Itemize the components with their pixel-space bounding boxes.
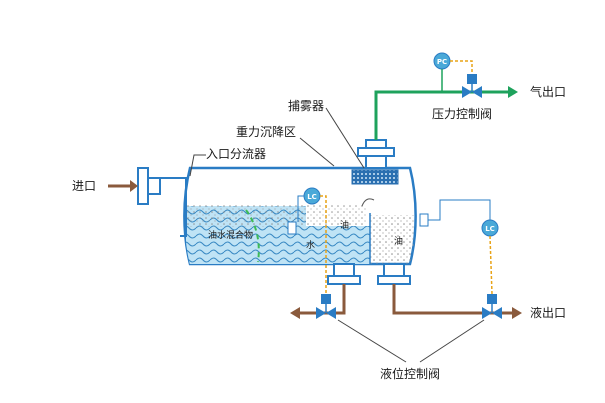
mist-eliminator-label: 捕雾器 (288, 98, 324, 113)
gas-nozzle-top (365, 139, 387, 149)
inlet-nozzle (147, 177, 161, 195)
level-float-right (419, 213, 429, 227)
gravity-zone-leader (299, 137, 335, 167)
lc-left-label: LC (307, 193, 317, 201)
level-valve-leader-right (419, 319, 485, 363)
gas-flow-arc (361, 198, 375, 207)
inlet-label: 进口 (72, 179, 96, 193)
inlet-diverter (150, 177, 187, 237)
level-control-valve-right (482, 294, 502, 319)
gravity-zone-label: 重力沉降区 (236, 125, 296, 139)
oil-outlet-nozzle (383, 263, 405, 277)
gas-outlet-arrow (508, 86, 518, 98)
oil-chamber-right (370, 215, 416, 264)
inlet-arrow-head (130, 180, 138, 192)
water-outlet-nozzle (333, 263, 355, 277)
lc-right-link (428, 199, 491, 221)
water-outlet-arrow (290, 307, 300, 319)
water-zone (300, 226, 370, 264)
water-outlet-flange (327, 275, 361, 285)
diverter-flow-line (245, 209, 260, 263)
water-label: 水 (306, 239, 315, 251)
pressure-control-valve (462, 74, 482, 98)
pc-signal-line (450, 60, 473, 74)
liquid-outlet-label: 液出口 (530, 305, 566, 320)
oil-label-right: 油 (394, 235, 403, 247)
oil-outlet-pipe (392, 284, 512, 315)
lc-right-signal (489, 235, 493, 295)
lc-right-label: LC (485, 225, 495, 233)
level-valve-leader-left (337, 319, 407, 363)
level-float-left (287, 221, 297, 235)
inlet-flange (137, 167, 149, 205)
vessel-contents (186, 205, 416, 264)
pc-instrument-label: PC (437, 58, 447, 66)
oil-outlet-arrow (512, 307, 522, 319)
level-valve-label: 液位控制阀 (380, 366, 440, 381)
oil-label-left: 油 (340, 219, 349, 231)
oil-layer-left (186, 205, 366, 227)
pressure-valve-label: 压力控制阀 (432, 107, 492, 121)
lc-left-signal (320, 195, 327, 294)
oil-water-mix-label: 油水混合物 (208, 229, 253, 241)
gas-nozzle-flange (357, 147, 395, 157)
gas-outlet-label: 气出口 (530, 84, 566, 99)
mist-eliminator-leader (325, 107, 365, 169)
inlet-diverter-label: 入口分流器 (206, 147, 266, 161)
inlet-diverter-leader (189, 154, 206, 177)
oil-outlet-flange (377, 275, 411, 285)
mist-eliminator (351, 169, 399, 185)
lc-left-link (297, 195, 304, 222)
gas-nozzle (365, 155, 387, 169)
water-outlet-pipe (300, 284, 346, 315)
level-control-valve-left (316, 294, 336, 319)
